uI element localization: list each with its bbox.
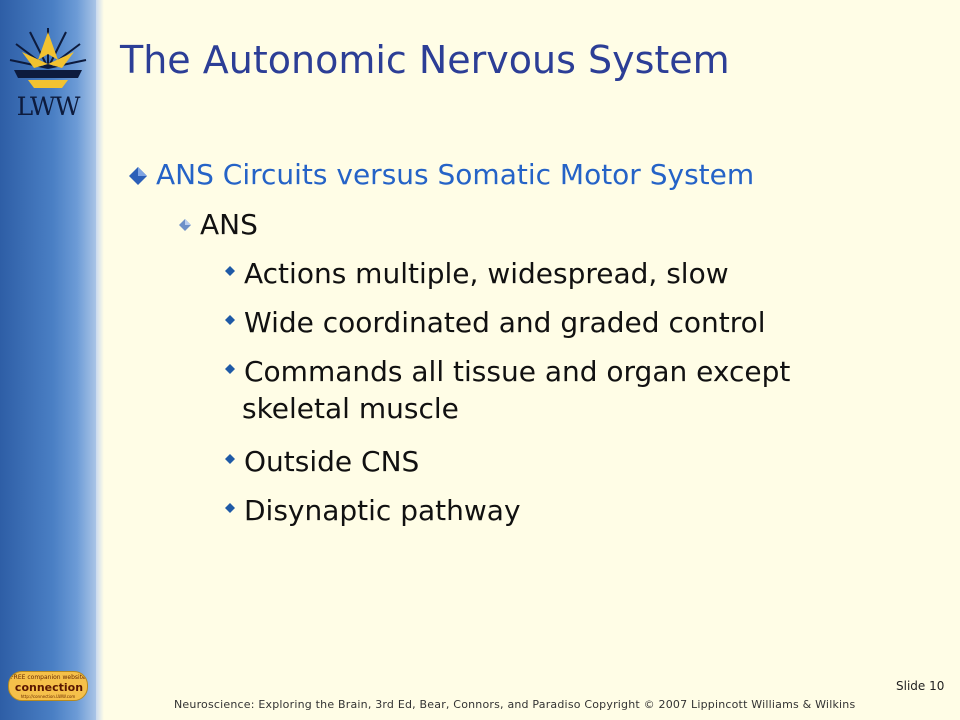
badge-caption: FREE companion website [10, 674, 86, 681]
bullet-text: skeletal muscle [242, 392, 459, 425]
bullet-text: Wide coordinated and graded control [244, 306, 766, 339]
bullet-text: Disynaptic pathway [244, 494, 521, 527]
bullet-text: Commands all tissue and organ except [244, 355, 791, 388]
sidebar-band [0, 0, 96, 720]
bullet-text: Actions multiple, widespread, slow [244, 257, 729, 290]
sunburst-logo-icon [9, 28, 87, 88]
logo-wordmark: LWW [16, 92, 81, 121]
diamond-bullet-icon [129, 167, 147, 185]
diamond-bullet-icon [225, 503, 235, 513]
bullet-level3: Commands all tissue and organ except [225, 355, 791, 388]
publisher-logo: LWW [8, 24, 88, 124]
diamond-bullet-icon [179, 219, 191, 231]
bullet-level3: Actions multiple, widespread, slow [225, 257, 729, 290]
bullet-level2: ANS [179, 208, 258, 241]
badge-label: connection [14, 681, 84, 694]
sidebar-edge-fade [96, 0, 104, 720]
diamond-bullet-icon [225, 266, 235, 276]
badge-url: http://connection.LWW.com [20, 694, 76, 699]
diamond-bullet-icon [225, 315, 235, 325]
diamond-bullet-icon [225, 364, 235, 374]
bullet-text: ANS Circuits versus Somatic Motor System [156, 158, 755, 191]
bullet-text: ANS [200, 208, 258, 241]
bullet-level1: ANS Circuits versus Somatic Motor System [129, 158, 755, 191]
bullet-level3: Disynaptic pathway [225, 494, 521, 527]
companion-website-badge[interactable]: FREE companion website connection http:/… [8, 671, 88, 701]
bullet-level3: Outside CNS [225, 445, 420, 478]
bullet-text: Outside CNS [244, 445, 420, 478]
diamond-bullet-icon [225, 454, 235, 464]
copyright-footer: Neuroscience: Exploring the Brain, 3rd E… [174, 698, 856, 711]
slide-number: Slide 10 [896, 679, 945, 693]
bullet-level3: Wide coordinated and graded control [225, 306, 766, 339]
slide-title: The Autonomic Nervous System [120, 38, 730, 82]
bullet-continuation: skeletal muscle [242, 392, 459, 425]
